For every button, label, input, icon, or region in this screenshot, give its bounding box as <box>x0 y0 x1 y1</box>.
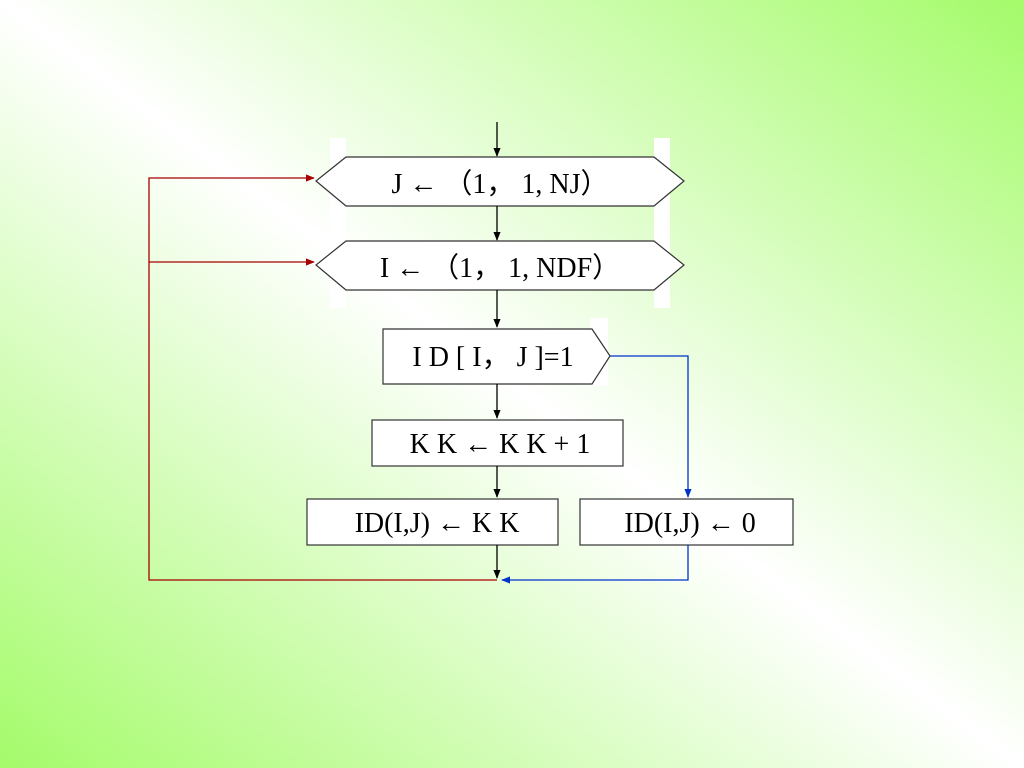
loop-j-label: J ← （1， 1, NJ） <box>391 168 608 200</box>
false-branch-arrow <box>610 355 692 498</box>
increment-label: K K ← K K + 1 <box>410 429 591 460</box>
assign-kk-box <box>306 498 559 546</box>
loop-i-box <box>315 240 685 291</box>
assign-zero-label: ID(I,J) ← 0 <box>624 508 755 539</box>
assign-kk-label: ID(I,J) ← K K <box>355 508 520 539</box>
loop-j-return-arrow <box>148 174 497 581</box>
merge-arrow <box>501 545 689 584</box>
decision-box <box>382 328 611 385</box>
loop-i-label: I ← （1， 1, NDF） <box>380 252 620 284</box>
assign-zero-box <box>579 498 794 546</box>
loop-j-box <box>315 156 685 207</box>
increment-box <box>371 419 624 467</box>
decision-label: I D [ I， J ]=1 <box>412 342 573 373</box>
